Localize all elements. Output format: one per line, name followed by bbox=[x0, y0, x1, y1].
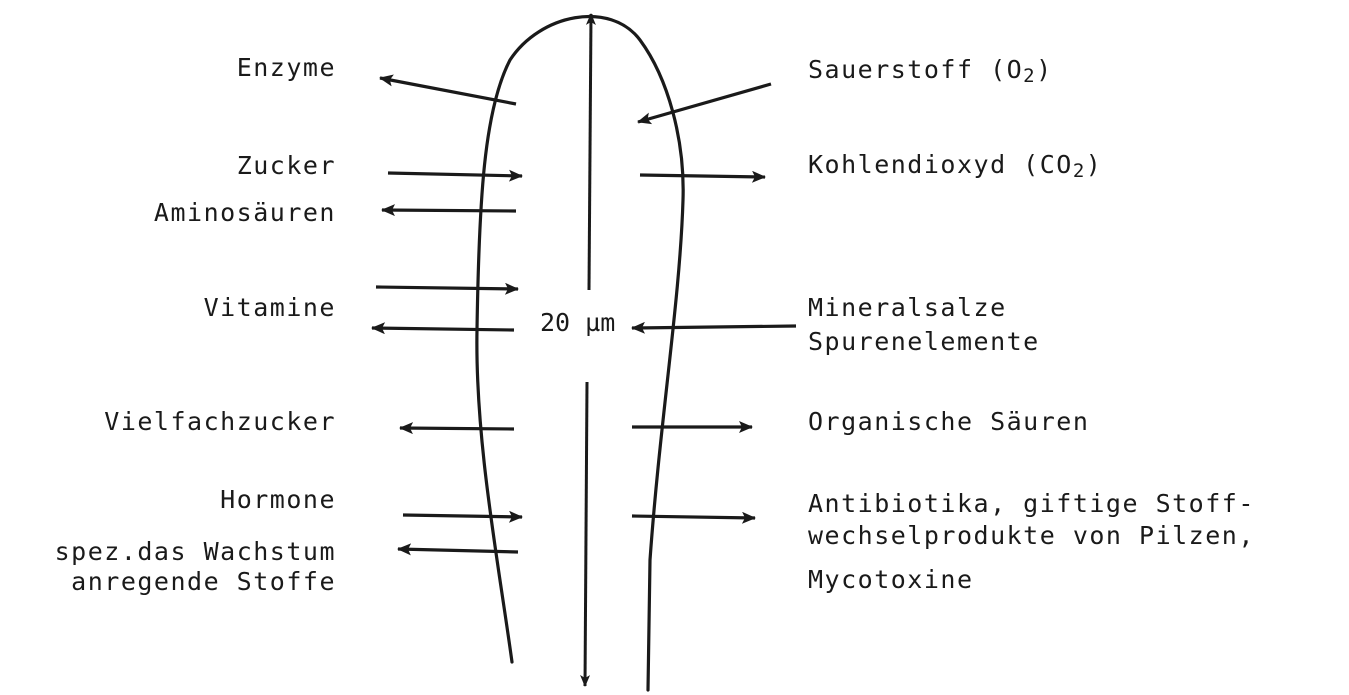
label-kohlendioxyd-sub: 2 bbox=[1072, 160, 1086, 182]
mineralsalze-arrow bbox=[631, 321, 797, 334]
label-enzyme: Enzyme bbox=[236, 53, 336, 82]
vielfachzucker-arrow bbox=[399, 422, 515, 435]
label-vitamine: Vitamine bbox=[203, 293, 336, 322]
vitamine-in-arrow bbox=[375, 282, 519, 295]
label-mineralsalze: Mineralsalze bbox=[808, 293, 1007, 322]
vitamine-out-arrow bbox=[371, 322, 515, 335]
label-sauerstoff-text: Sauerstoff (O bbox=[808, 55, 1024, 84]
scale-label: 20 µm bbox=[540, 308, 615, 337]
label-sauerstoff: Sauerstoff (O2) bbox=[808, 54, 1053, 88]
label-zucker: Zucker bbox=[236, 151, 336, 180]
label-kohlendioxyd-text: Kohlendioxyd (CO bbox=[808, 150, 1073, 179]
kohlendioxyd-arrow bbox=[639, 170, 766, 183]
label-sauerstoff-sub: 2 bbox=[1023, 65, 1037, 87]
label-aminosaeuren: Aminosäuren bbox=[153, 198, 336, 227]
sauerstoff-arrow bbox=[637, 82, 772, 125]
aminosaeuren-arrow bbox=[381, 204, 517, 217]
scale-arrow-bottom bbox=[580, 381, 591, 687]
label-spurenelemente: Spurenelemente bbox=[808, 327, 1040, 356]
zucker-arrow bbox=[387, 169, 523, 182]
hormone-arrow bbox=[402, 510, 523, 523]
scale-arrow-top bbox=[585, 13, 596, 291]
label-wachstum-line2: anregende Stoffe bbox=[71, 567, 336, 596]
label-kohlendioxyd: Kohlendioxyd (CO2) bbox=[808, 149, 1102, 183]
label-antibiotika-line3: Mycotoxine bbox=[808, 565, 974, 594]
label-sauerstoff-close: ) bbox=[1036, 55, 1053, 84]
label-organische-saeuren: Organische Säuren bbox=[808, 407, 1090, 436]
label-hormone: Hormone bbox=[220, 485, 336, 514]
label-wachstum-line1: spez.das Wachstum bbox=[54, 537, 336, 566]
label-antibiotika-line1: Antibiotika, giftige Stoff- bbox=[808, 489, 1255, 518]
enzyme-arrow bbox=[379, 74, 517, 106]
antibiotika-arrow bbox=[631, 511, 756, 524]
label-antibiotika-line2: wechselprodukte von Pilzen, bbox=[808, 521, 1255, 550]
label-kohlendioxyd-close: ) bbox=[1085, 150, 1103, 179]
wachstum-arrow bbox=[397, 543, 519, 556]
hypha-outline bbox=[475, 14, 685, 692]
label-vielfachzucker: Vielfachzucker bbox=[104, 407, 336, 436]
